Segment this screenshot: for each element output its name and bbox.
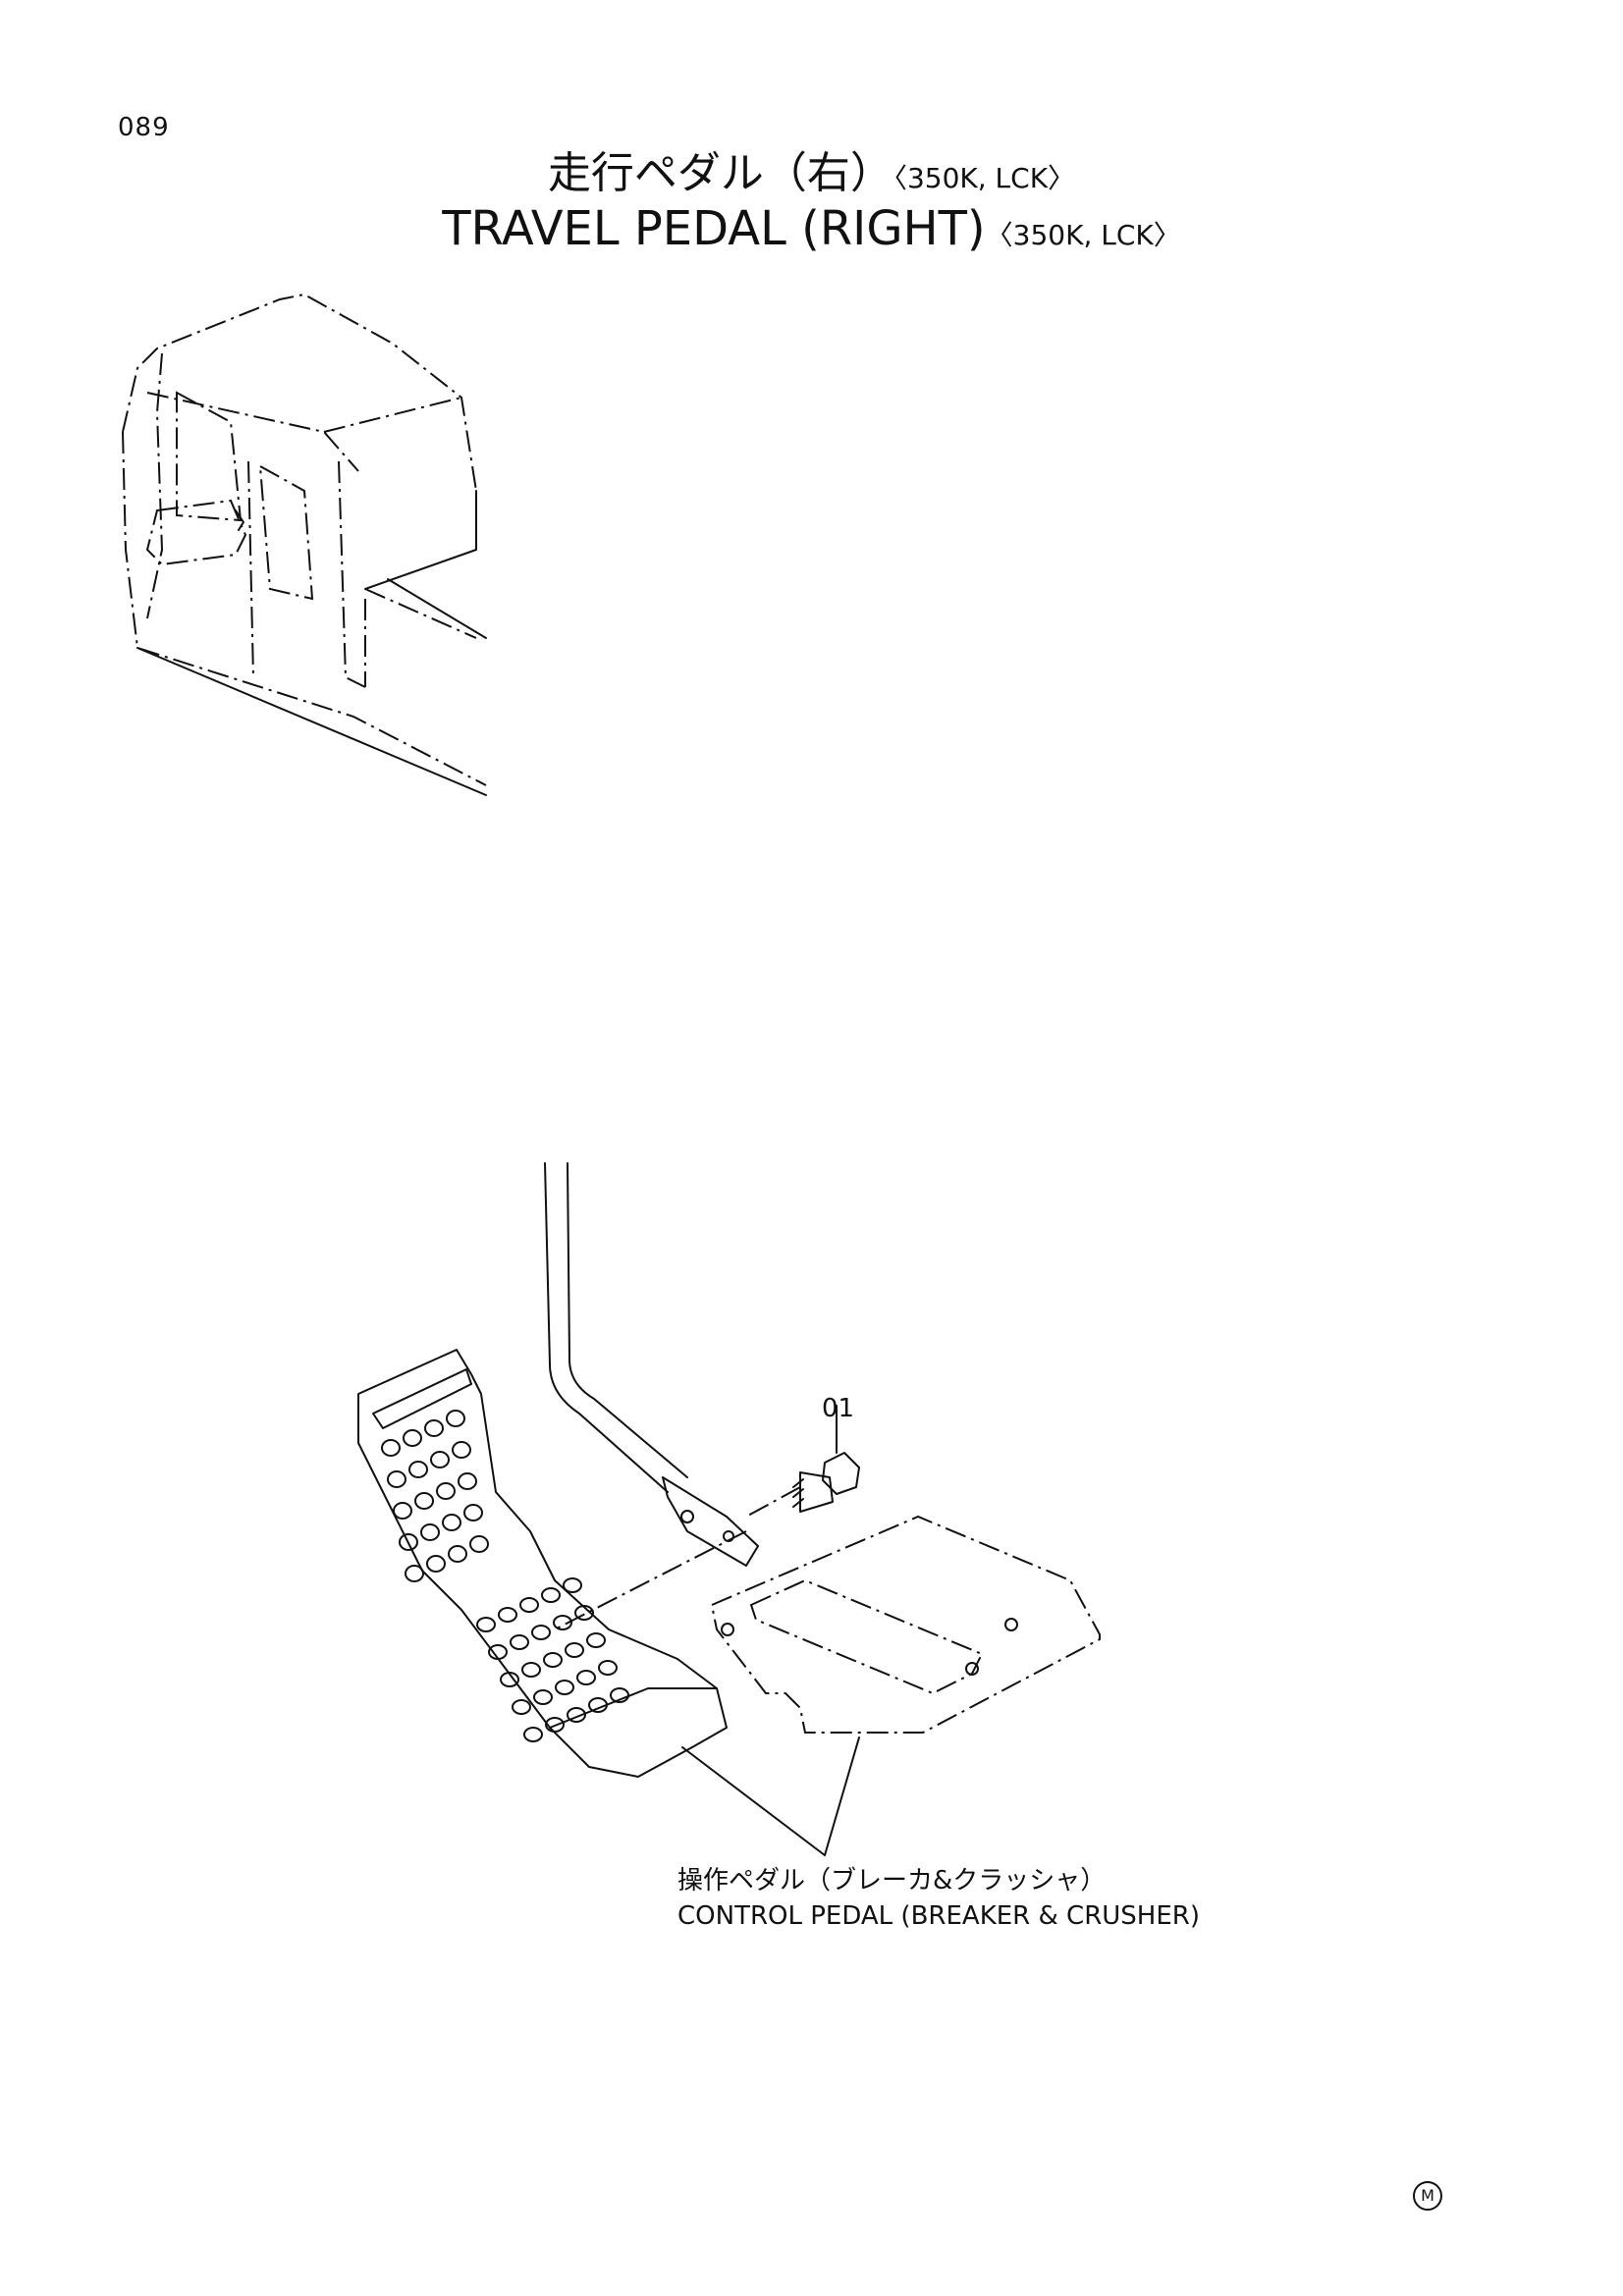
pedal-hole: [424, 1419, 444, 1437]
callout-01: 01: [822, 1394, 855, 1423]
pedal-hole: [588, 1697, 608, 1713]
pedal-hole: [523, 1727, 543, 1742]
part-label-english: CONTROL PEDAL (BREAKER & CRUSHER): [677, 1901, 1200, 1931]
pedal-rod: [544, 1162, 759, 1567]
pedal-hole: [420, 1523, 440, 1541]
pedal-hole: [533, 1689, 553, 1705]
pedal-hole: [498, 1607, 517, 1623]
part-label-japanese: 操作ペダル（ブレーカ&クラッシャ）: [677, 1866, 1107, 1896]
pedal-hole: [574, 1605, 594, 1621]
pedal-hole: [408, 1461, 428, 1478]
assembly-lines: [554, 1486, 801, 1630]
pedal-hole: [446, 1410, 465, 1427]
title-english-model-tag: 〈350K, LCK〉: [985, 219, 1181, 251]
pedal-hole: [610, 1687, 629, 1703]
pedal-hole: [458, 1472, 477, 1490]
pedal-hole: [563, 1577, 582, 1593]
pedal-hole: [545, 1717, 565, 1733]
title-japanese: 走行ペダル（右）〈350K, LCK〉: [0, 137, 1623, 200]
label-leaders: [681, 1736, 860, 1856]
pedal-hole: [553, 1615, 572, 1630]
pedal-hole: [488, 1644, 508, 1660]
pedal-hole: [452, 1441, 471, 1459]
title-japanese-text: 走行ペダル（右）: [547, 148, 893, 198]
title-english-text: TRAVEL PEDAL (RIGHT): [442, 201, 986, 256]
pedal-hole: [463, 1504, 483, 1522]
pedal-hole: [586, 1632, 606, 1648]
pedal-hole: [543, 1652, 563, 1668]
pedal-hole: [500, 1672, 519, 1687]
cab-location-sketch: [122, 293, 487, 796]
pedal-hole: [426, 1555, 446, 1573]
page-number: 089: [118, 113, 170, 142]
pedal-hole: [381, 1439, 401, 1457]
pedal-hole: [403, 1429, 422, 1447]
pedal-hole: [414, 1492, 434, 1510]
pedal-hole: [387, 1470, 406, 1488]
pedal-pad: [357, 1349, 728, 1778]
pedal-hole: [399, 1533, 418, 1551]
pedal-hole: [576, 1670, 596, 1685]
pedal-hole: [442, 1514, 461, 1531]
pedal-hole: [469, 1535, 489, 1553]
title-japanese-model-tag: 〈350K, LCK〉: [893, 162, 1076, 194]
pedal-hole: [430, 1451, 450, 1468]
pedal-hole: [565, 1642, 584, 1658]
pedal-hole: [521, 1662, 541, 1678]
mounting-plate: [710, 1515, 1101, 1734]
pedal-hole: [393, 1502, 412, 1520]
pedal-hole: [448, 1545, 467, 1563]
pedal-hole: [405, 1565, 424, 1582]
pedal-hole: [541, 1587, 561, 1603]
pedal-hole: [476, 1617, 496, 1632]
pedal-hole: [531, 1625, 551, 1640]
pedal-hole: [510, 1634, 529, 1650]
pedal-hole: [598, 1660, 618, 1676]
bolt-01: [792, 1405, 860, 1513]
title-english: TRAVEL PEDAL (RIGHT)〈350K, LCK〉: [0, 201, 1623, 256]
pedal-hole: [555, 1680, 574, 1695]
pedal-hole: [436, 1482, 456, 1500]
pedal-hole: [567, 1707, 586, 1723]
corner-mark-icon: M: [1413, 2181, 1442, 2211]
pedal-hole: [519, 1597, 539, 1613]
pedal-hole: [512, 1699, 531, 1715]
